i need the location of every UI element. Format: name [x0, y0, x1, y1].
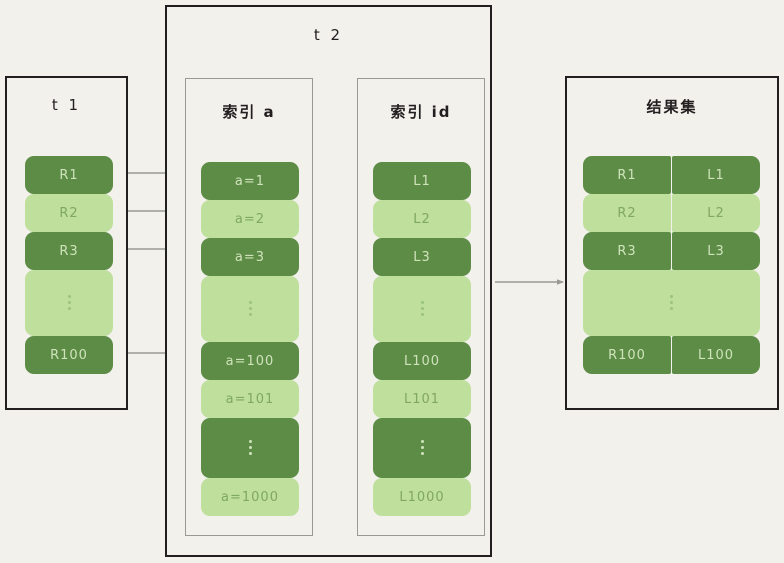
result-row-5-left: R100	[583, 336, 671, 374]
result-row-1-right-label: L1	[707, 167, 725, 183]
index-a-row-ellipsis-2	[201, 418, 299, 478]
index-id-row-l1000: L1000	[373, 478, 471, 516]
result-row-5-left-label: R100	[608, 347, 646, 363]
result-row-2-right: L2	[672, 194, 760, 232]
index-a-row-ellipsis-1	[201, 276, 299, 342]
result-row-5-right: L100	[672, 336, 760, 374]
index-id-title: 索引 id	[390, 103, 452, 121]
result-row-3-right-label: L3	[707, 243, 725, 259]
t1-row-r3-label: R3	[59, 243, 79, 259]
index-a-row-a1: a=1	[201, 162, 299, 200]
index-id-row-l3: L3	[373, 238, 471, 276]
result-set-box: 结果集 R1 L1 R2 L2 R3 L3 R100 L100	[565, 76, 779, 410]
vertical-ellipsis-icon	[420, 437, 424, 458]
result-row-5-right-label: L100	[697, 347, 735, 363]
index-id-row-l2-label: L2	[413, 211, 431, 227]
index-id-row-l101: L101	[373, 380, 471, 418]
index-id-row-l100: L100	[373, 342, 471, 380]
t1-row-r1-label: R1	[59, 167, 79, 183]
t1-row-ellipsis	[25, 270, 113, 336]
result-row-3-left-label: R3	[617, 243, 637, 259]
index-a-row-a3: a=3	[201, 238, 299, 276]
index-a-row-a101: a=101	[201, 380, 299, 418]
result-row-2-right-label: L2	[707, 205, 725, 221]
result-row-1-right: L1	[672, 156, 760, 194]
t1-row-r2-label: R2	[59, 205, 79, 221]
index-id-row-l100-label: L100	[403, 353, 441, 369]
index-id-panel: 索引 id L1 L2 L3 L100 L101 L10	[357, 78, 485, 536]
t1-row-r100: R100	[25, 336, 113, 374]
vertical-ellipsis-icon	[248, 437, 252, 458]
vertical-ellipsis-icon	[67, 292, 71, 313]
index-id-row-l3-label: L3	[413, 249, 431, 265]
t1-table-box: t 1 R1 R2 R3 R100	[5, 76, 128, 410]
vertical-ellipsis-icon	[248, 298, 252, 319]
t1-row-r1: R1	[25, 156, 113, 194]
index-id-row-l1000-label: L1000	[399, 489, 445, 505]
index-id-row-l2: L2	[373, 200, 471, 238]
index-a-panel: 索引 a a=1 a=2 a=3 a=100 a=101	[185, 78, 313, 536]
index-id-row-ellipsis-1	[373, 276, 471, 342]
result-set-title: 结果集	[646, 98, 698, 116]
result-row-1-left: R1	[583, 156, 671, 194]
index-a-row-a2: a=2	[201, 200, 299, 238]
index-id-row-ellipsis-2	[373, 418, 471, 478]
index-a-row-a3-label: a=3	[234, 249, 266, 265]
result-row-2-left: R2	[583, 194, 671, 232]
t1-row-r2: R2	[25, 194, 113, 232]
index-a-row-a100-label: a=100	[225, 353, 275, 369]
index-id-row-l1: L1	[373, 162, 471, 200]
index-a-row-a1000-label: a=1000	[221, 489, 279, 505]
index-a-row-a101-label: a=101	[225, 391, 275, 407]
result-row-3-right: L3	[672, 232, 760, 270]
t1-row-r3: R3	[25, 232, 113, 270]
vertical-ellipsis-icon	[420, 298, 424, 319]
t2-table-box: t 2 索引 a a=1 a=2 a=3 a=100 a=101	[165, 5, 492, 557]
index-id-row-l101-label: L101	[403, 391, 441, 407]
result-row-2-left-label: R2	[617, 205, 637, 221]
index-a-row-a100: a=100	[201, 342, 299, 380]
result-row-3-left: R3	[583, 232, 671, 270]
t2-title: t 2	[313, 26, 344, 44]
index-a-title: 索引 a	[222, 103, 276, 121]
result-row-ellipsis	[583, 270, 760, 336]
index-id-row-l1-label: L1	[413, 173, 431, 189]
index-a-row-a1000: a=1000	[201, 478, 299, 516]
index-a-row-a1-label: a=1	[234, 173, 266, 189]
t1-title: t 1	[51, 96, 82, 114]
t1-row-r100-label: R100	[50, 347, 88, 363]
result-row-1-left-label: R1	[617, 167, 637, 183]
vertical-ellipsis-icon	[670, 292, 673, 313]
index-a-row-a2-label: a=2	[234, 211, 266, 227]
